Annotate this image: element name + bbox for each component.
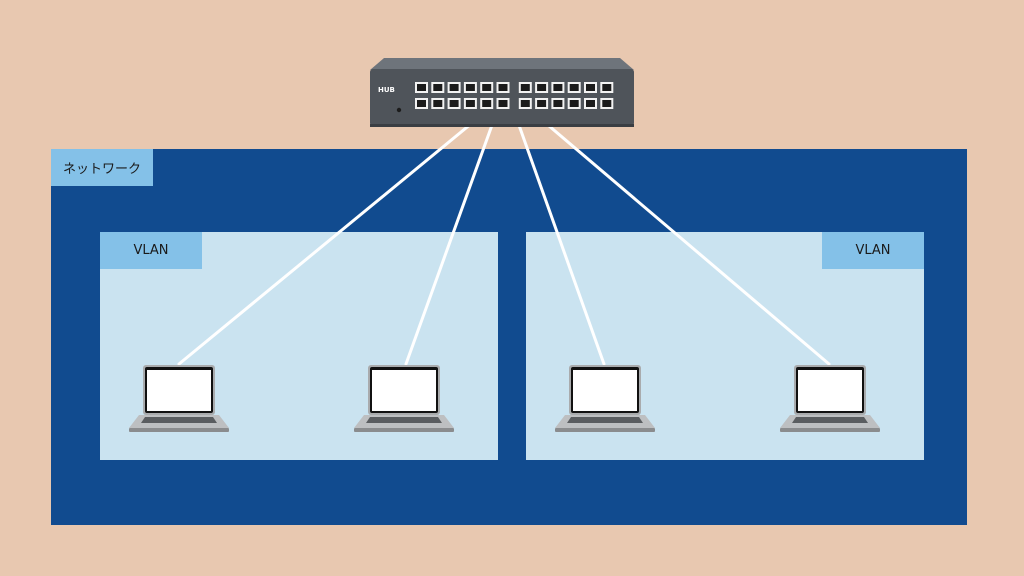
laptop bbox=[354, 365, 454, 432]
laptop-screen bbox=[573, 370, 637, 411]
laptop-screen bbox=[147, 370, 211, 411]
hub-port-socket bbox=[586, 84, 595, 91]
hub-port-socket bbox=[465, 100, 475, 107]
hub-port-socket bbox=[569, 100, 579, 107]
hub-port-socket bbox=[498, 100, 508, 107]
network-cable bbox=[404, 112, 498, 366]
hub-port-socket bbox=[417, 100, 426, 107]
hub-front-face bbox=[370, 69, 634, 126]
laptop bbox=[129, 365, 229, 432]
hub-port-socket bbox=[537, 84, 547, 91]
hub-port-socket bbox=[498, 84, 508, 91]
network-label: ネットワーク bbox=[51, 149, 153, 186]
laptop-keyboard bbox=[366, 417, 442, 423]
laptop-keyboard bbox=[792, 417, 868, 423]
laptop-front-edge bbox=[129, 428, 229, 432]
hub-port-socket bbox=[520, 100, 530, 107]
laptop-keyboard bbox=[141, 417, 217, 423]
hub-port-socket bbox=[602, 84, 612, 91]
laptop-screen bbox=[798, 370, 862, 411]
hub-ports bbox=[415, 82, 614, 109]
laptop bbox=[780, 365, 880, 432]
hub-top-face bbox=[370, 58, 634, 70]
laptop-front-edge bbox=[780, 428, 880, 432]
hub-port-socket bbox=[569, 84, 579, 91]
laptop-front-edge bbox=[354, 428, 454, 432]
hub-port-socket bbox=[417, 84, 426, 91]
laptop bbox=[555, 365, 655, 432]
vlan-label-left: VLAN bbox=[100, 232, 202, 269]
laptop-front-edge bbox=[555, 428, 655, 432]
hub-port-socket bbox=[482, 100, 492, 107]
hub-port-socket bbox=[465, 84, 475, 91]
hub-port-socket bbox=[433, 100, 443, 107]
vlan-label-right: VLAN bbox=[822, 232, 924, 269]
hub-switch: HUB bbox=[370, 58, 634, 127]
hub-bottom-edge bbox=[370, 124, 634, 127]
network-cable bbox=[177, 112, 485, 366]
hub-port-socket bbox=[482, 84, 492, 91]
hub-port-socket bbox=[520, 84, 530, 91]
network-cable bbox=[513, 112, 606, 366]
hub-label: HUB bbox=[378, 86, 395, 94]
cables bbox=[177, 112, 831, 366]
hub-port-socket bbox=[602, 100, 612, 107]
laptop-keyboard bbox=[567, 417, 643, 423]
network-cable bbox=[533, 112, 831, 366]
laptop-screen bbox=[372, 370, 436, 411]
hub-port-socket bbox=[449, 100, 459, 107]
hub-port-socket bbox=[433, 84, 443, 91]
hub-port-socket bbox=[586, 100, 595, 107]
hub-port-socket bbox=[553, 84, 563, 91]
hub-port-socket bbox=[553, 100, 563, 107]
laptops bbox=[129, 365, 880, 432]
hub-power-led bbox=[396, 107, 402, 113]
hub-port-socket bbox=[449, 84, 459, 91]
hub-port-socket bbox=[537, 100, 547, 107]
